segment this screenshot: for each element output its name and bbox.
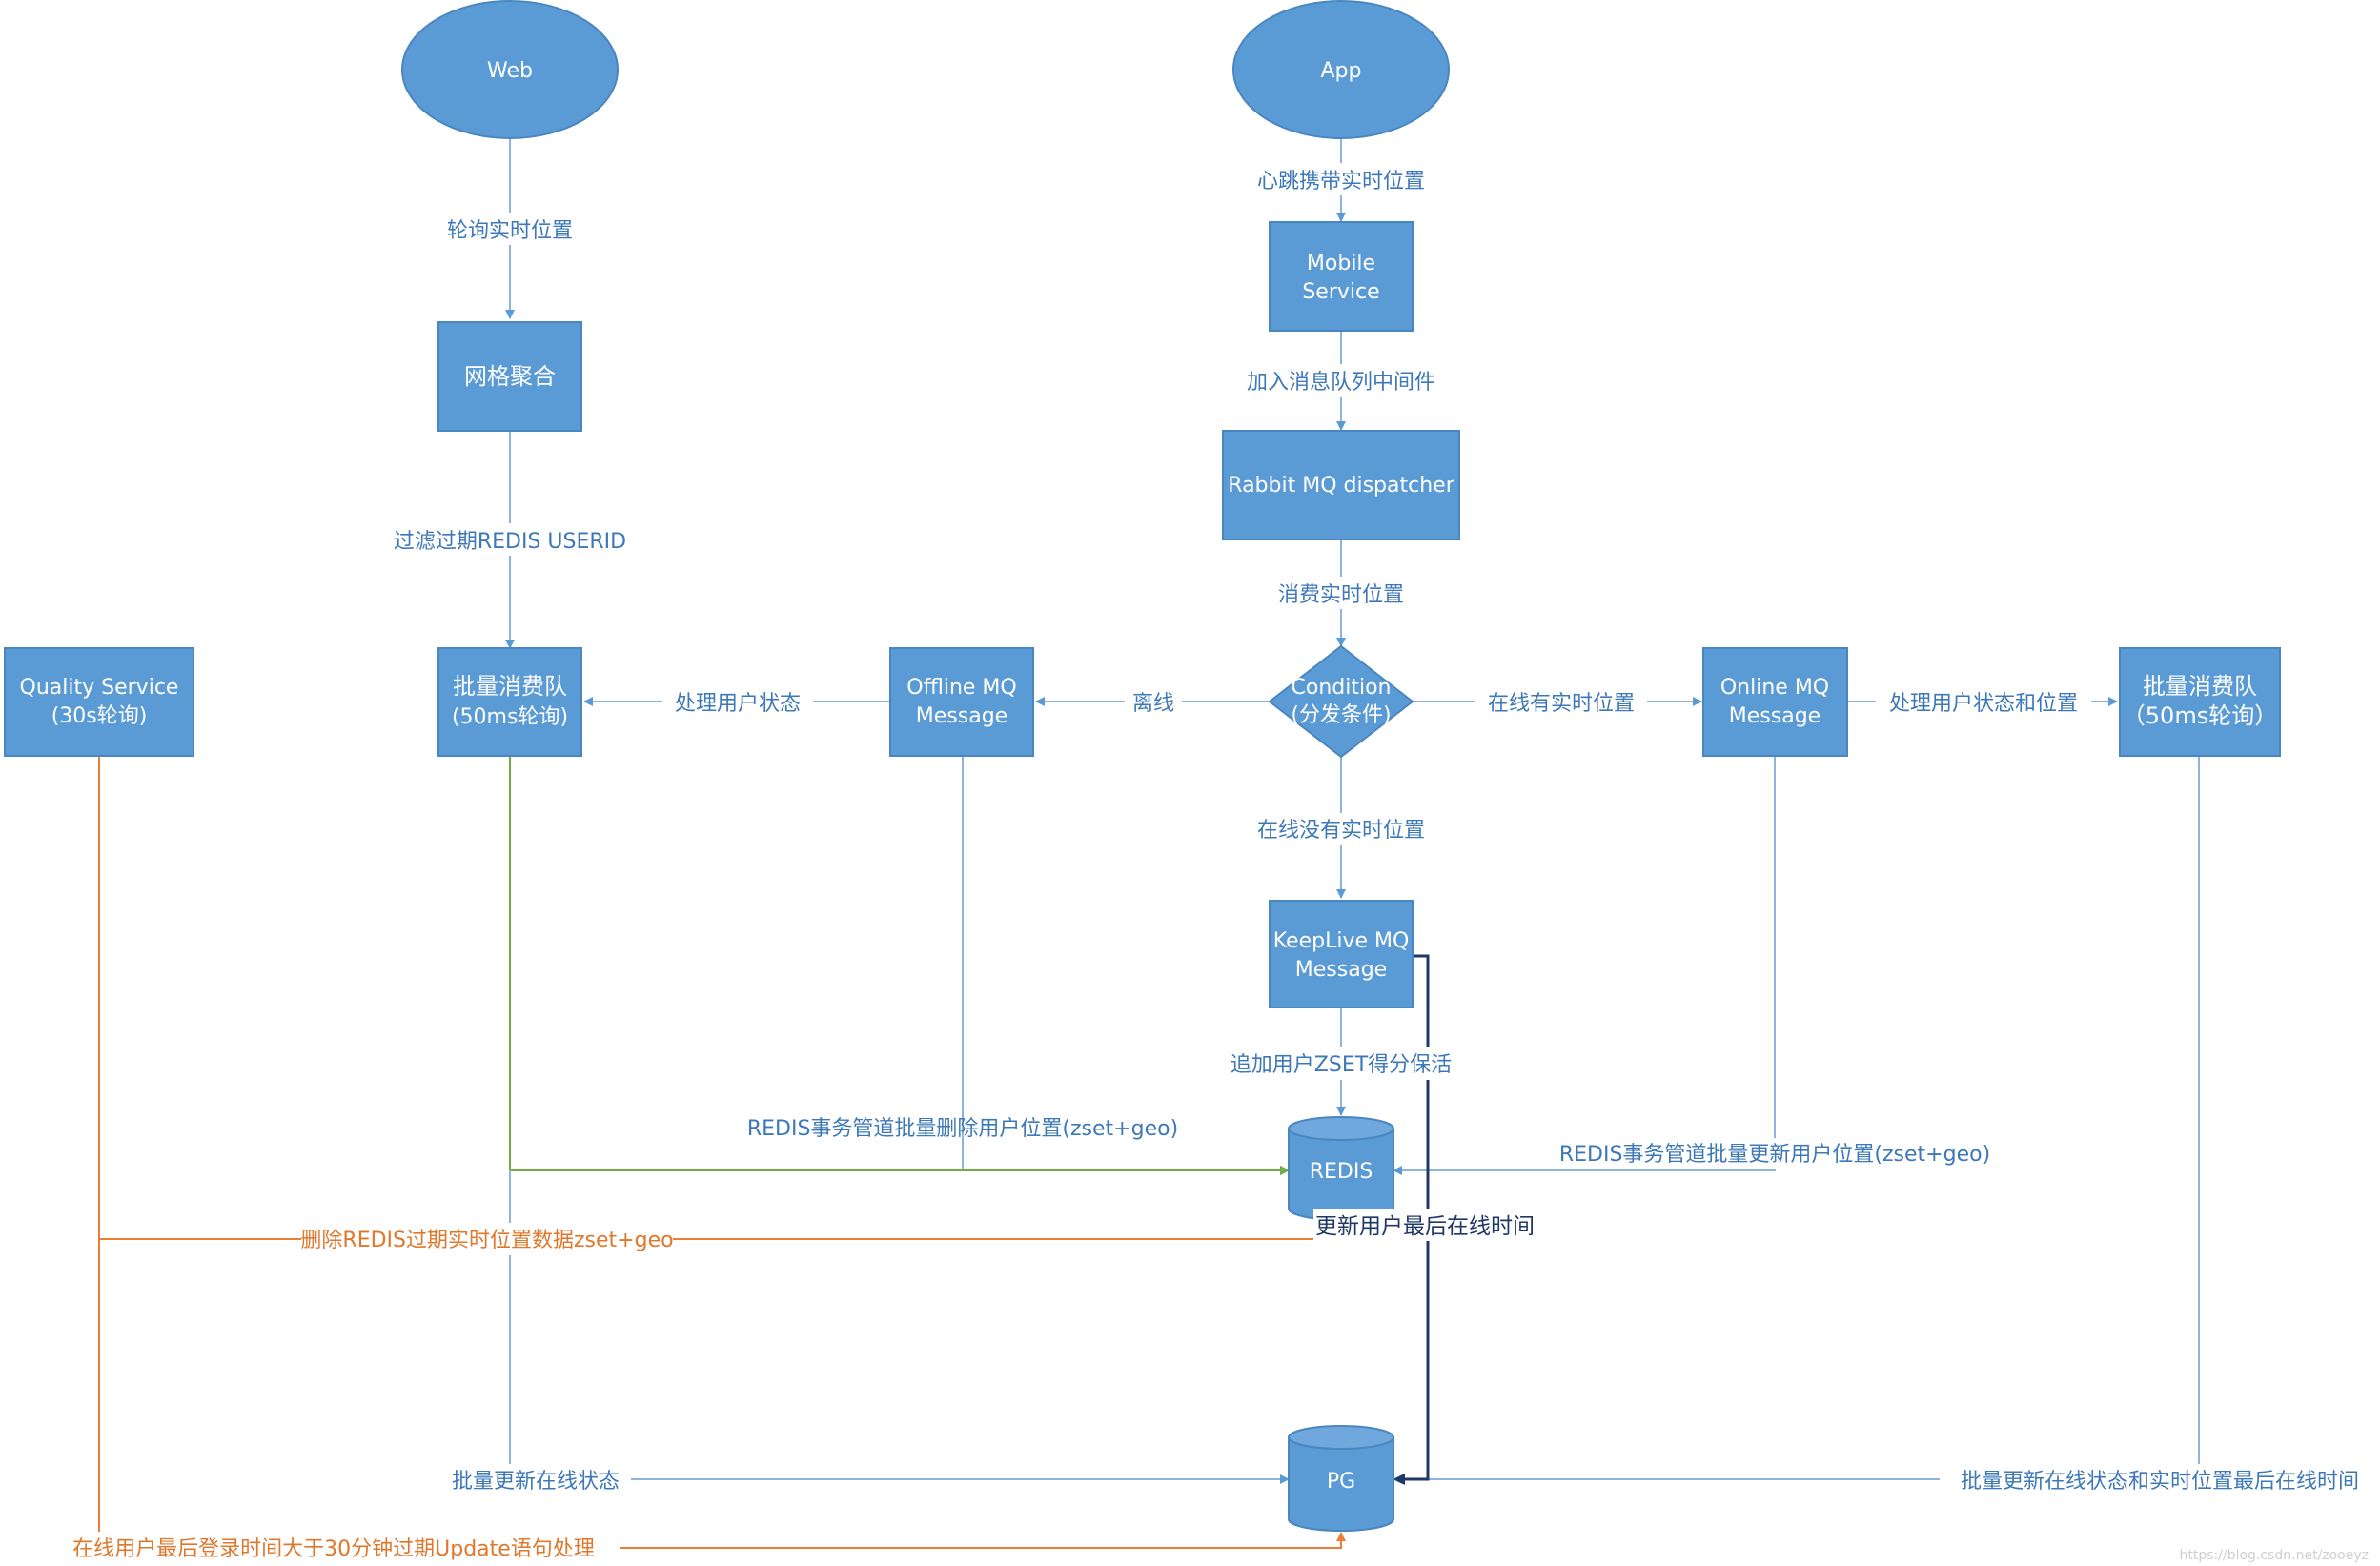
mobile-service-label-line1: Mobile bbox=[1307, 252, 1375, 275]
svg-text:处理用户状态和位置: 处理用户状态和位置 bbox=[1889, 692, 2078, 716]
condition-label-line1: Condition bbox=[1292, 676, 1392, 700]
label-consume-realtime: 消费实时位置 bbox=[1265, 577, 1417, 609]
edge-offline-to-redis bbox=[962, 756, 1290, 1175]
label-handle-status-location: 处理用户状态和位置 bbox=[1876, 686, 2091, 719]
label-offline: 离线 bbox=[1125, 686, 1182, 719]
svg-text:在线有实时位置: 在线有实时位置 bbox=[1488, 692, 1635, 716]
redis-node: REDIS bbox=[1288, 1116, 1394, 1221]
label-app-heartbeat: 心跳携带实时位置 bbox=[1241, 163, 1441, 195]
svg-text:心跳携带实时位置: 心跳携带实时位置 bbox=[1257, 170, 1425, 193]
label-redis-batch-delete: REDIS事务管道批量删除用户位置(zset+geo) bbox=[747, 1117, 1178, 1141]
online-mq-node: Online MQ Message bbox=[1702, 647, 1848, 757]
svg-text:过滤过期REDIS USERID: 过滤过期REDIS USERID bbox=[394, 530, 626, 554]
edge-batch-left-to-redis bbox=[509, 756, 1290, 1175]
label-online-with-location: 在线有实时位置 bbox=[1475, 686, 1647, 719]
online-mq-label-line2: Message bbox=[1729, 704, 1821, 728]
svg-text:轮询实时位置: 轮询实时位置 bbox=[447, 219, 573, 243]
label-web-poll: 轮询实时位置 bbox=[434, 213, 586, 245]
web-node: Web bbox=[401, 0, 619, 139]
batch-queue-left-node: 批量消费队 (50ms轮询) bbox=[437, 647, 582, 757]
edge-online-to-redis bbox=[1393, 756, 1776, 1175]
batch-queue-right-node: 批量消费队 （50ms轮询） bbox=[2119, 647, 2281, 757]
svg-text:消费实时位置: 消费实时位置 bbox=[1278, 583, 1404, 607]
pg-node: PG bbox=[1288, 1425, 1394, 1532]
keeplive-mq-label-line1: KeepLive MQ bbox=[1273, 929, 1410, 953]
svg-text:加入消息队列中间件: 加入消息队列中间件 bbox=[1247, 371, 1435, 395]
batch-queue-right-label-line2: （50ms轮询） bbox=[2123, 702, 2277, 729]
offline-mq-label-line1: Offline MQ bbox=[906, 676, 1016, 700]
grid-aggregation-node: 网格聚合 bbox=[437, 321, 582, 432]
svg-text:在线没有实时位置: 在线没有实时位置 bbox=[1257, 819, 1425, 843]
redis-label: REDIS bbox=[1310, 1160, 1373, 1184]
svg-text:批量更新在线状态和实时位置最后在线时间: 批量更新在线状态和实时位置最后在线时间 bbox=[1961, 1470, 2359, 1494]
batch-queue-left-label-line1: 批量消费队 bbox=[453, 673, 567, 700]
batch-queue-left-label-line2: (50ms轮询) bbox=[452, 705, 568, 729]
offline-mq-node: Offline MQ Message bbox=[889, 647, 1034, 757]
label-append-zset: 追加用户ZSET得分保活 bbox=[1220, 1047, 1462, 1080]
svg-text:追加用户ZSET得分保活: 追加用户ZSET得分保活 bbox=[1231, 1053, 1452, 1077]
label-batch-update-online-location: 批量更新在线状态和实时位置最后在线时间 bbox=[1940, 1464, 2380, 1496]
svg-text:离线: 离线 bbox=[1132, 692, 1174, 716]
watermark-text: https://blog.csdn.net/zooeyz bbox=[2180, 1548, 2369, 1563]
svg-text:REDIS事务管道批量删除用户位置(zset+geo): REDIS事务管道批量删除用户位置(zset+geo) bbox=[747, 1117, 1178, 1141]
quality-service-label-line2: (30s轮询) bbox=[51, 704, 148, 728]
quality-service-label-line1: Quality Service bbox=[20, 676, 179, 700]
mobile-service-label-line2: Service bbox=[1302, 280, 1379, 304]
svg-text:删除REDIS过期实时位置数据zset+geo: 删除REDIS过期实时位置数据zset+geo bbox=[300, 1229, 673, 1252]
web-label: Web bbox=[487, 59, 533, 83]
app-label: App bbox=[1321, 59, 1362, 83]
label-expired-update-sql: 在线用户最后登录时间大于30分钟过期Update语句处理 bbox=[52, 1532, 620, 1564]
svg-text:REDIS事务管道批量更新用户位置(zset+geo): REDIS事务管道批量更新用户位置(zset+geo) bbox=[1559, 1143, 1990, 1167]
label-update-last-online: 更新用户最后在线时间 bbox=[1313, 1209, 1544, 1241]
batch-queue-right-label-line1: 批量消费队 bbox=[2143, 673, 2257, 700]
rabbit-mq-node: Rabbit MQ dispatcher bbox=[1222, 430, 1460, 540]
label-online-no-location: 在线没有实时位置 bbox=[1244, 813, 1438, 845]
condition-node: Condition (分发条件) bbox=[1268, 644, 1414, 759]
svg-text:处理用户状态: 处理用户状态 bbox=[675, 692, 801, 716]
online-mq-label-line1: Online MQ bbox=[1720, 676, 1829, 700]
label-filter-expired: 过滤过期REDIS USERID bbox=[391, 523, 629, 556]
mobile-service-node: Mobile Service bbox=[1269, 221, 1414, 332]
label-delete-expired-redis: 删除REDIS过期实时位置数据zset+geo bbox=[300, 1223, 674, 1255]
svg-text:批量更新在线状态: 批量更新在线状态 bbox=[452, 1470, 620, 1494]
svg-text:在线用户最后登录时间大于30分钟过期Update语句处理: 在线用户最后登录时间大于30分钟过期Update语句处理 bbox=[72, 1537, 595, 1561]
svg-text:更新用户最后在线时间: 更新用户最后在线时间 bbox=[1315, 1214, 1535, 1239]
keeplive-mq-label-line2: Message bbox=[1295, 958, 1387, 982]
grid-aggregation-label: 网格聚合 bbox=[464, 363, 556, 390]
edge-quality-to-redis bbox=[98, 756, 1315, 1240]
label-add-to-queue: 加入消息队列中间件 bbox=[1231, 364, 1451, 397]
keeplive-mq-node: KeepLive MQ Message bbox=[1269, 900, 1414, 1008]
quality-service-node: Quality Service (30s轮询) bbox=[4, 647, 194, 757]
offline-mq-label-line2: Message bbox=[916, 704, 1007, 728]
condition-label-line2: (分发条件) bbox=[1291, 703, 1391, 727]
edge-batch-right-to-pg bbox=[1393, 756, 2200, 1484]
pg-label: PG bbox=[1327, 1470, 1355, 1494]
app-node: App bbox=[1232, 0, 1450, 139]
edge-quality-to-pg bbox=[98, 1239, 1346, 1549]
label-batch-update-online: 批量更新在线状态 bbox=[440, 1464, 631, 1496]
rabbit-mq-label: Rabbit MQ dispatcher bbox=[1228, 474, 1454, 498]
label-handle-user-status: 处理用户状态 bbox=[662, 686, 813, 719]
label-redis-batch-update: REDIS事务管道批量更新用户位置(zset+geo) bbox=[1558, 1138, 1992, 1169]
